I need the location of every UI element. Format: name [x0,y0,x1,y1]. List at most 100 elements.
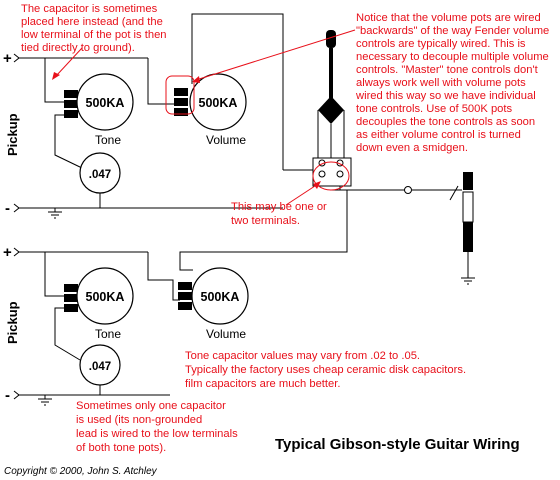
pickup-connectors [13,53,20,400]
volume-2-output-wire [179,190,348,271]
pot-terminal [64,100,78,108]
pot-volume-2 [178,267,249,325]
svg-text:always work well with volume p: always work well with volume pots [356,77,526,89]
jack-sleeve [463,222,473,252]
capacitor-1 [79,152,121,194]
note-capacitor-placement: The capacitor is sometimes placed here i… [21,3,167,54]
output-jack [404,172,474,262]
pot-volume-2-value: 500KA [201,290,240,304]
jack-body [462,191,474,223]
switch-frame [317,110,345,160]
pot-tone-2 [64,267,134,325]
svg-text:Typically the factory uses che: Typically the factory uses cheap ceramic… [185,364,466,376]
svg-text:Sometimes only one capacitor: Sometimes only one capacitor [76,400,226,412]
pot-terminal [174,98,188,106]
highlight-volume-1-terminals [165,75,195,115]
note-cap-values: Tone capacitor values may vary from .02 … [185,350,466,390]
pot-tone-1-value: 500KA [86,96,125,110]
volume-2-feed-wire [147,252,180,301]
svg-text:film capacitors are much bette: film capacitors are much better. [185,378,340,390]
capacitor-2-value: .047 [89,361,111,373]
highlight-switch-terminals [312,161,350,191]
tone-1-feed-wire [44,58,65,103]
svg-text:low terminal of the pot is the: low terminal of the pot is then [21,29,167,41]
svg-text:This may be one or: This may be one or [231,201,327,213]
capacitor-1-value: .047 [89,169,111,181]
pickup-2-minus: - [5,387,10,404]
svg-text:Notice that the volume pots ar: Notice that the volume pots are wired [356,12,541,24]
wires [18,13,475,406]
pot-body [76,73,134,131]
switch-contact-right [331,96,344,124]
pickup-1-label: Pickup [5,113,20,156]
svg-text:tied directly to ground).: tied directly to ground). [21,42,135,54]
switch-lever [329,48,333,98]
jack-tip-terminal [404,186,412,194]
annotation-marks [52,29,356,206]
tone-1-cap-wire [54,114,83,169]
svg-text:tone controls. Use of 500K po: tone controls. Use of 500K pots [356,103,513,115]
note-volume-wiring: Notice that the volume pots are wired "b… [355,12,549,154]
tone-2-feed-wire [44,252,65,297]
arrow-capacitor-note [55,47,83,77]
svg-text:is used (its non-grounded: is used (its non-grounded [76,414,202,426]
pickup-1-ground-connector [13,203,20,213]
note-one-capacitor: Sometimes only one capacitor is used (it… [76,400,238,454]
pot-terminal [178,292,192,300]
ground-symbol-jack [461,262,475,285]
pot-tone-1 [64,73,134,131]
svg-text:"backwards" of the way Fender: "backwards" of the way Fender volume [356,25,549,37]
pot-tone-2-label: Tone [95,327,121,341]
pickup-1-hot-connector [13,53,20,63]
pot-tone-1-label: Tone [95,133,121,147]
volume-1-output-wire [191,13,284,170]
jack-tip [463,172,473,190]
pot-volume-2-label: Volume [206,327,246,341]
pickup-selector-switch [312,30,352,187]
pot-volume-1 [174,73,247,131]
pickup-2-ground-connector [13,390,20,400]
diagram-title: Typical Gibson-style Guitar Wiring [275,436,520,453]
pot-volume-1-label: Volume [206,133,246,147]
ground-symbol-2 [38,395,52,406]
pot-body [191,267,249,325]
volume-1-feed-wire [147,58,175,105]
ground-symbol-1 [48,208,62,219]
svg-text:down even a smidgen.: down even a smidgen. [356,142,468,154]
pot-volume-1-value: 500KA [199,96,238,110]
tone-2-cap-wire [54,307,81,361]
svg-text:controls. "Master" tone contr: controls. "Master" tone controls don't [356,64,539,76]
pickup-1-minus: - [5,200,10,217]
pot-terminal [174,88,188,96]
svg-text:The capacitor is sometimes: The capacitor is sometimes [21,3,158,15]
pot-body [189,73,247,131]
svg-text:controls are typically wired.: controls are typically wired. This is [356,38,526,50]
arrow-terminal-note [285,183,319,206]
pickup-2-label: Pickup [5,301,20,344]
svg-text:of both tone pots).: of both tone pots). [76,442,166,454]
svg-text:placed here instead (and the: placed here instead (and the [21,16,163,28]
switch-tip [326,30,336,48]
jack-spring [449,185,459,201]
svg-text:wired this way so we have indi: wired this way so we have individual [355,90,536,102]
svg-text:lead is wired to the low termi: lead is wired to the low terminals [76,428,238,440]
arrowhead [52,72,60,80]
copyright: Copyright © 2000, John S. Atchley [4,466,158,477]
pot-terminal [64,110,78,118]
pot-tone-2-value: 500KA [86,290,125,304]
arrowhead [192,76,200,83]
pot-terminal [178,282,192,290]
pot-terminal [64,284,78,292]
switch-terminal [336,170,344,178]
switch-contact-left [318,96,331,124]
pot-terminal [64,294,78,302]
pot-terminal [64,304,78,312]
pickup-1-plus: + [3,50,12,67]
svg-text:Tone capacitor values may vary: Tone capacitor values may vary from .02 … [185,350,420,362]
pot-body [76,267,134,325]
arrowhead [313,181,321,189]
switch-terminal [318,170,326,178]
arrow-volume-note [195,29,356,81]
pickup-2-plus: + [3,244,12,261]
